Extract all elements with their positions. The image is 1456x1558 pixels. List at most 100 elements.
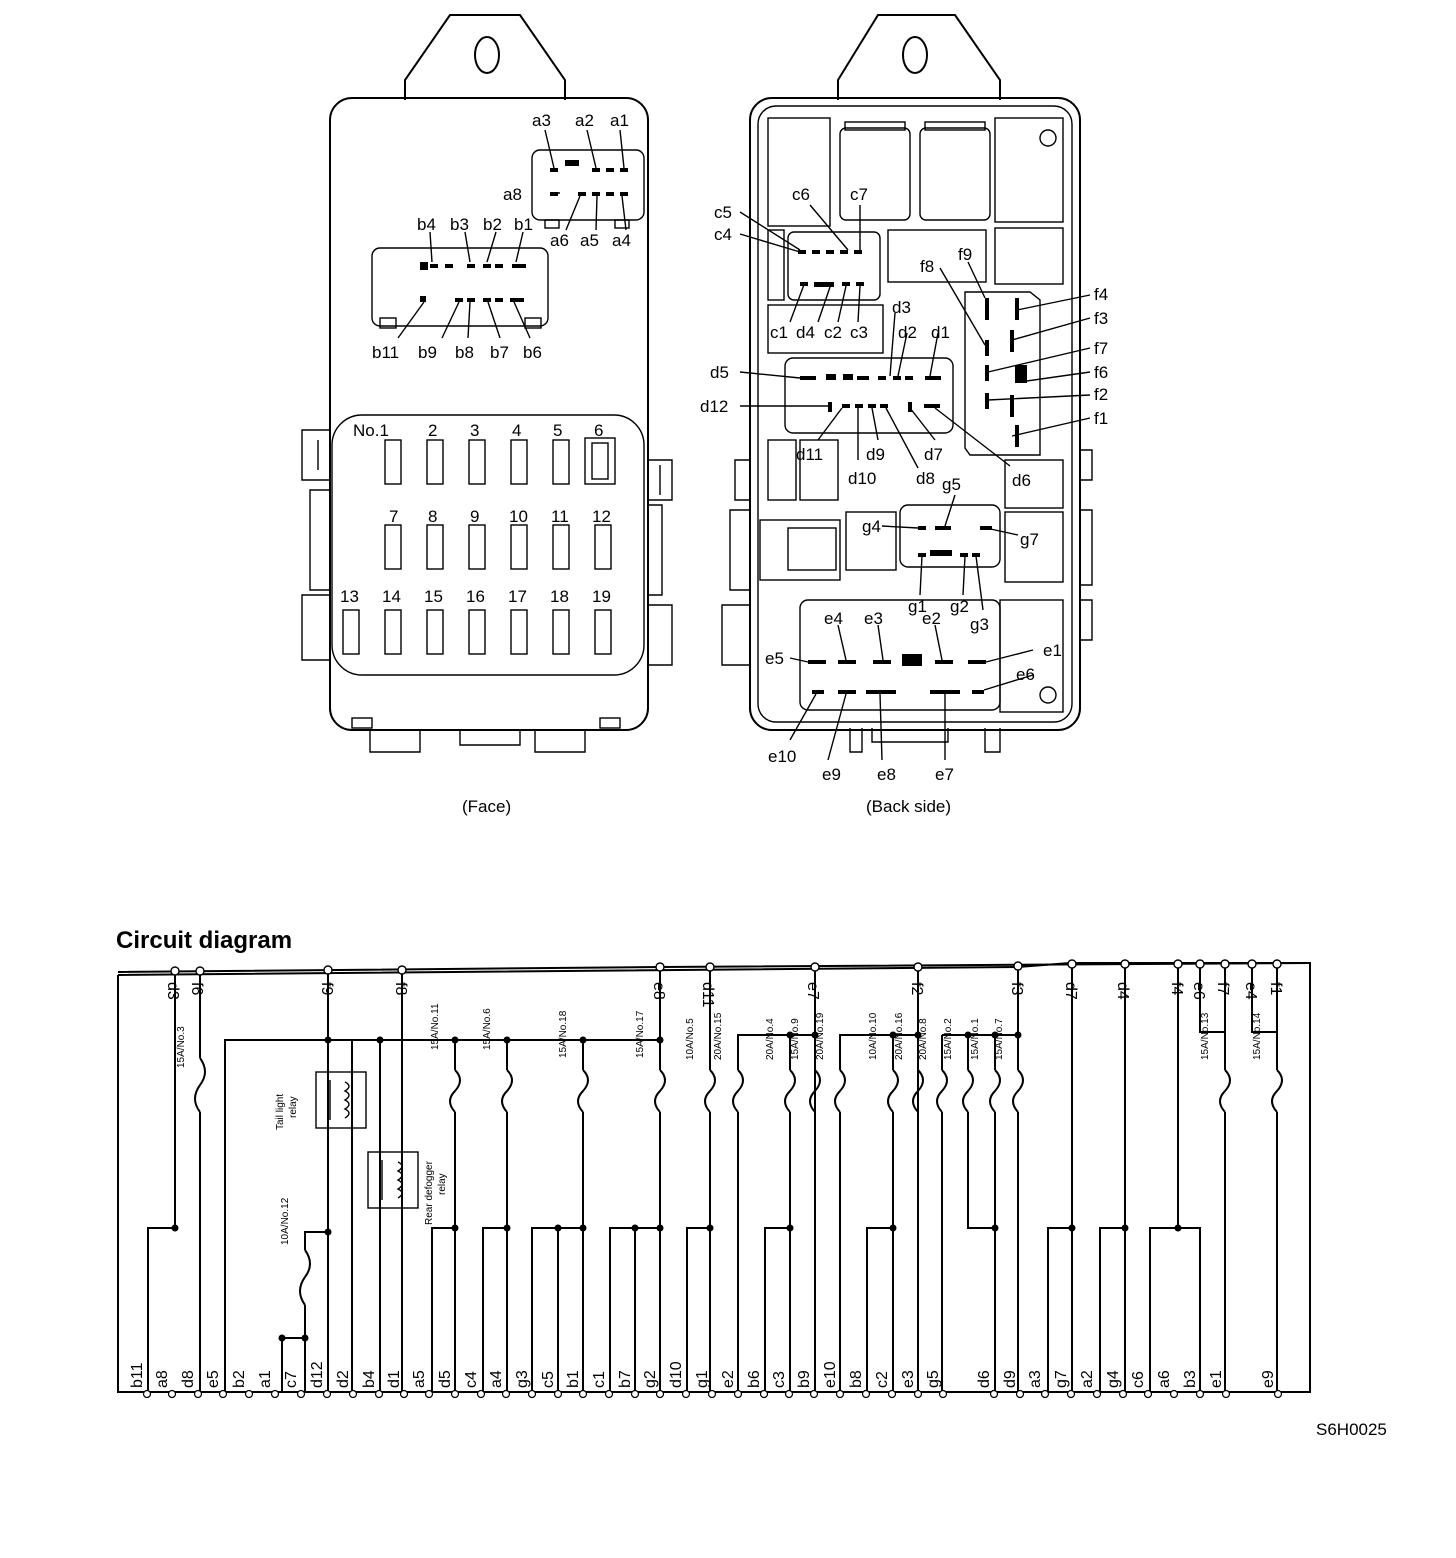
bottom-terminal-a2: a2 — [1079, 1370, 1096, 1388]
rear-defogger-relay-label-2: relay — [437, 1173, 448, 1195]
back-label-e6: e6 — [1016, 665, 1035, 684]
face-label-b4: b4 — [417, 215, 436, 234]
fuse-rating-18: 15A/No.14 — [1252, 1012, 1263, 1060]
fuse-number-8: 8 — [428, 507, 437, 526]
face-label-b6: b6 — [523, 343, 542, 362]
face-view — [301, 14, 673, 753]
fuse-number-17: 17 — [508, 587, 527, 606]
fuse-number-18: 18 — [550, 587, 569, 606]
figure-code: S6H0025 — [1316, 1420, 1387, 1439]
top-terminal-f9: f9 — [318, 982, 335, 995]
back-label-f4: f4 — [1094, 285, 1108, 304]
bottom-terminal-b3: b3 — [1182, 1370, 1199, 1388]
bottom-terminal-b7: b7 — [617, 1370, 634, 1388]
top-terminal-f1: f1 — [1267, 982, 1284, 995]
back-label-f9: f9 — [958, 245, 972, 264]
bottom-terminal-b11: b11 — [129, 1362, 146, 1388]
fuse-number-14: 14 — [382, 587, 401, 606]
circuit-title: Circuit diagram — [116, 927, 292, 954]
back-label-e7: e7 — [935, 765, 954, 784]
fuse-rating-14: 15A/No.2 — [943, 1018, 954, 1060]
fuse-rating-17: 15A/No.13 — [1200, 1012, 1211, 1060]
bottom-terminal-circle — [578, 1389, 588, 1399]
bottom-terminal-b6: b6 — [746, 1370, 763, 1388]
back-label-c5: c5 — [714, 203, 732, 222]
bottom-terminal-c5: c5 — [540, 1371, 557, 1388]
face-label-b8: b8 — [455, 343, 474, 362]
top-terminal-d7: d7 — [1062, 982, 1079, 1000]
face-label-b9: b9 — [418, 343, 437, 362]
bottom-terminal-e1: e1 — [1208, 1370, 1225, 1388]
fuse-number-16: 16 — [466, 587, 485, 606]
bottom-terminal-circle — [1143, 1389, 1153, 1399]
connector-e-pins — [808, 654, 986, 694]
fuse-rating-10: 20A/No.19 — [815, 1012, 826, 1060]
back-view — [721, 14, 1093, 761]
bottom-terminal-c3: c3 — [771, 1371, 788, 1388]
top-terminal-f4: f4 — [1168, 982, 1185, 995]
tail-light-relay-label-1: Tail light — [275, 1094, 286, 1130]
back-label-c3: c3 — [850, 323, 868, 342]
bottom-terminal-g4: g4 — [1105, 1370, 1122, 1388]
fuse-number-15: 15 — [424, 587, 443, 606]
bottom-terminal-g7: g7 — [1053, 1370, 1070, 1388]
connector-g-pins — [918, 526, 992, 557]
fuse-number-5: 5 — [553, 421, 562, 440]
fuse-rating-16: 15A/No.7 — [994, 1018, 1005, 1060]
bottom-terminal-b1: b1 — [565, 1370, 582, 1388]
face-label-a3: a3 — [532, 111, 551, 130]
back-label-d10: d10 — [848, 469, 876, 488]
fuse-number-19: 19 — [592, 587, 611, 606]
back-label-d6: d6 — [1012, 471, 1031, 490]
back-label-d1: d1 — [931, 323, 950, 342]
back-label-c2: c2 — [824, 323, 842, 342]
top-terminal-d3: d3 — [164, 982, 181, 1000]
connector-a-pins — [550, 160, 628, 196]
top-terminal-circles — [170, 959, 1282, 976]
bottom-terminal-circle — [1221, 1389, 1231, 1399]
bottom-terminal-d1: d1 — [386, 1370, 403, 1388]
bottom-terminal-circle — [424, 1389, 434, 1399]
bottom-terminal-circle — [244, 1389, 254, 1399]
back-label-g1: g1 — [908, 597, 927, 616]
connector-d-pins — [800, 374, 941, 412]
back-label-f6: f6 — [1094, 363, 1108, 382]
fuse-rating-3: 15A/No.6 — [482, 1008, 493, 1050]
bottom-terminal-d6: d6 — [976, 1370, 993, 1388]
face-label-a6: a6 — [550, 231, 569, 250]
bottom-terminal-circle — [167, 1389, 177, 1399]
bottom-terminal-circle — [989, 1389, 999, 1399]
back-caption: (Back side) — [866, 797, 951, 816]
back-label-d11: d11 — [796, 445, 823, 464]
fuse-slots — [342, 437, 616, 655]
tail-light-relay-label-2: relay — [288, 1096, 299, 1118]
bottom-terminal-circle — [218, 1389, 228, 1399]
back-label-e4: e4 — [824, 609, 843, 628]
bottom-terminal-circle — [296, 1389, 306, 1399]
bottom-terminal-circle — [1118, 1389, 1128, 1399]
top-terminal-e6: e6 — [1190, 982, 1207, 1000]
bottom-terminal-circle — [270, 1389, 280, 1399]
fuse-number-1: No.1 — [353, 421, 389, 440]
back-label-c7: c7 — [850, 185, 868, 204]
back-label-e9: e9 — [822, 765, 841, 784]
bottom-terminal-g1: g1 — [694, 1370, 711, 1388]
bottom-terminal-a4: a4 — [488, 1370, 505, 1388]
bottom-terminal-circle — [501, 1389, 511, 1399]
face-label-b7: b7 — [490, 343, 509, 362]
bottom-terminal-circle — [374, 1389, 384, 1399]
bottom-terminal-circle — [604, 1389, 614, 1399]
face-label-b11: b11 — [372, 343, 399, 362]
bottom-terminal-circle — [1015, 1389, 1025, 1399]
fuse-rating-11: 10A/No.10 — [868, 1012, 879, 1060]
bottom-terminal-a6: a6 — [1156, 1370, 1173, 1388]
bottom-terminal-circle — [835, 1389, 845, 1399]
bottom-terminal-d12: d12 — [309, 1361, 326, 1388]
bottom-terminal-e9: e9 — [1260, 1370, 1277, 1388]
connector-b-pins — [420, 262, 526, 302]
bottom-terminal-d8: d8 — [180, 1370, 197, 1388]
bottom-terminal-g2: g2 — [642, 1370, 659, 1388]
bottom-terminal-c4: c4 — [463, 1371, 480, 1388]
fuse-rating-1: 15A/No.3 — [176, 1026, 187, 1068]
